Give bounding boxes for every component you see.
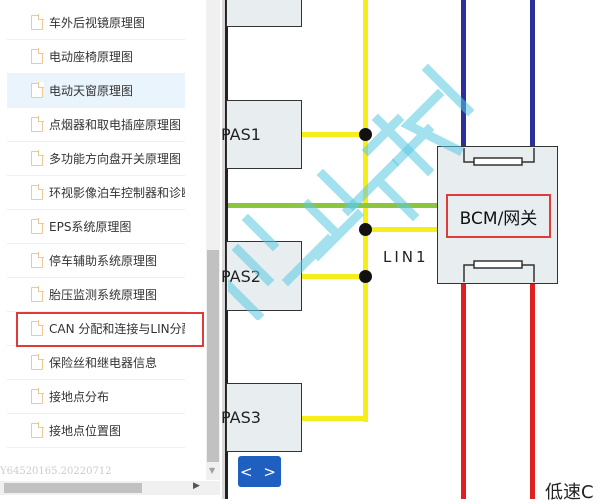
sidebar-item-label: 保险丝和继电器信息 xyxy=(49,356,158,370)
scrollbar-thumb[interactable] xyxy=(4,483,142,493)
sidebar-item[interactable]: 多功能方向盘开关原理图 xyxy=(7,142,185,176)
file-icon xyxy=(31,354,44,370)
pas3-wire xyxy=(302,416,368,421)
sidebar-item-label: 环视影像泊车控制器和诊断... xyxy=(49,186,185,200)
can-low-wire xyxy=(461,283,466,499)
module-pas3: PAS3 xyxy=(221,383,302,452)
file-icon xyxy=(31,286,44,302)
module-pas1: PAS1 xyxy=(221,100,302,169)
bcm-label: BCM/网关 xyxy=(446,194,551,238)
sidebar-item-label: 胎压监测系统原理图 xyxy=(49,288,158,302)
sidebar-item-label: 多功能方向盘开关原理图 xyxy=(49,152,182,166)
sidebar-item[interactable]: 胎压监测系统原理图 xyxy=(7,278,185,312)
file-icon xyxy=(31,184,44,200)
green-wire xyxy=(228,203,438,208)
pas1-wire xyxy=(302,132,364,137)
version-text: Y64520165.20220712 xyxy=(0,466,112,477)
sidebar-item-label: 点烟器和取电插座原理图 xyxy=(49,118,182,132)
sidebar-item[interactable]: 接地点分布 xyxy=(7,380,185,414)
can-high-wire xyxy=(530,0,535,148)
sidebar-item-label: 接地点位置图 xyxy=(49,424,122,438)
file-icon xyxy=(31,388,44,404)
sidebar-item-label: 接地点分布 xyxy=(49,390,110,404)
horizontal-scrollbar[interactable]: ▶ xyxy=(0,481,220,495)
scrollbar-thumb[interactable] xyxy=(207,250,219,462)
junction-dot xyxy=(359,223,372,236)
sidebar-item[interactable]: 点烟器和取电插座原理图 xyxy=(7,108,185,142)
junction-dot xyxy=(359,128,372,141)
sidebar: 车外后视镜原理图电动座椅原理图电动天窗原理图点烟器和取电插座原理图多功能方向盘开… xyxy=(0,0,222,499)
module-box-top xyxy=(226,0,302,27)
sidebar-item-label: 电动天窗原理图 xyxy=(49,84,134,98)
junction-dot xyxy=(359,270,372,283)
sidebar-item[interactable]: 车外后视镜原理图 xyxy=(7,6,185,40)
file-icon xyxy=(31,82,44,98)
sidebar-item[interactable]: 电动座椅原理图 xyxy=(7,40,185,74)
sidebar-item-label: 电动座椅原理图 xyxy=(49,50,134,64)
sidebar-item[interactable]: 环视影像泊车控制器和诊断... xyxy=(7,176,185,210)
prev-next-button[interactable]: < > xyxy=(238,456,281,487)
file-icon xyxy=(31,48,44,64)
sidebar-item-label: CAN 分配和连接与LIN分配 xyxy=(49,322,185,336)
can-high-wire xyxy=(461,0,466,148)
sidebar-item[interactable]: 停车辅助系统原理图 xyxy=(7,244,185,278)
lin-bus-wire xyxy=(363,0,368,422)
sidebar-item[interactable]: 电动天窗原理图 xyxy=(7,74,185,108)
sidebar-item-label: 车外后视镜原理图 xyxy=(49,16,146,30)
lin-bus-label: LIN1 xyxy=(383,248,429,266)
sidebar-item[interactable]: 接地点位置图 xyxy=(7,414,185,448)
highlight-box xyxy=(16,312,204,347)
sidebar-item-label: 停车辅助系统原理图 xyxy=(49,254,158,268)
file-icon xyxy=(31,422,44,438)
module-label: PAS1 xyxy=(221,125,261,144)
module-pas2: PAS2 xyxy=(221,241,302,311)
low-speed-can-label: 低速C xyxy=(545,482,594,503)
scroll-down-arrow-icon[interactable]: ▼ xyxy=(209,466,216,475)
scroll-right-arrow-icon[interactable]: ▶ xyxy=(193,481,200,491)
wiring-diagram: PAS1 PAS2 PAS3 BCM/网关 LIN1 低速C < > xyxy=(221,0,603,503)
file-icon xyxy=(31,252,44,268)
module-label: PAS3 xyxy=(221,408,261,427)
file-icon xyxy=(31,218,44,234)
module-label: PAS2 xyxy=(221,266,261,286)
sidebar-item[interactable]: 保险丝和继电器信息 xyxy=(7,346,185,380)
sidebar-item-label: EPS系统原理图 xyxy=(49,220,132,234)
vertical-scrollbar[interactable]: ▼ xyxy=(206,0,220,480)
sidebar-item[interactable]: EPS系统原理图 xyxy=(7,210,185,244)
pas2-wire xyxy=(302,274,364,279)
file-icon xyxy=(31,320,44,336)
can-low-wire xyxy=(530,283,535,499)
file-icon xyxy=(31,14,44,30)
file-icon xyxy=(31,150,44,166)
bcm-lin-wire xyxy=(365,227,437,232)
file-icon xyxy=(31,116,44,132)
